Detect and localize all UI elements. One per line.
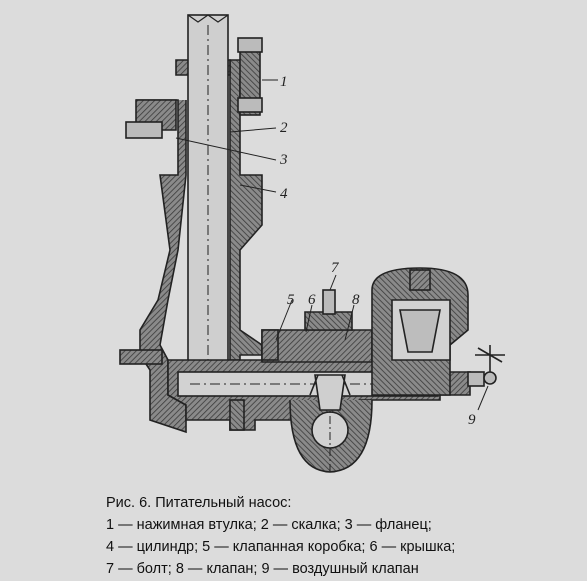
flange-bolt xyxy=(125,121,163,139)
caption-line: 1 — нажимная втулка; 2 — скалка; 3 — фла… xyxy=(106,517,432,533)
pump-diagram: 1 2 3 4 5 6 7 8 9 xyxy=(119,14,505,475)
callout-3: 3 xyxy=(279,152,288,168)
caption-line: 4 — цилиндр; 5 — клапанная коробка; 6 — … xyxy=(106,539,456,555)
callout-8: 8 xyxy=(352,292,360,308)
caption-title: Рис. 6. Питательный насос: xyxy=(106,495,292,511)
callout-5: 5 xyxy=(287,292,295,308)
callout-2: 2 xyxy=(280,120,288,136)
cylinder-left-wall xyxy=(136,99,187,434)
figure-caption: Рис. 6. Питательный насос: 1 — нажимная … xyxy=(106,492,576,580)
caption-line: 7 — болт; 8 — клапан; 9 — воздушный клап… xyxy=(106,561,419,577)
air-valve xyxy=(467,345,505,387)
bolt xyxy=(322,289,336,315)
callout-4: 4 xyxy=(280,186,288,202)
callout-6: 6 xyxy=(308,292,316,308)
valve-cover xyxy=(304,311,353,331)
side-bolt xyxy=(119,349,163,365)
upper-valve xyxy=(399,309,441,353)
middle-valve xyxy=(314,374,346,411)
upper-cap xyxy=(409,269,431,291)
callout-7: 7 xyxy=(331,260,340,276)
callout-1: 1 xyxy=(280,74,288,90)
callout-9: 9 xyxy=(468,412,476,428)
